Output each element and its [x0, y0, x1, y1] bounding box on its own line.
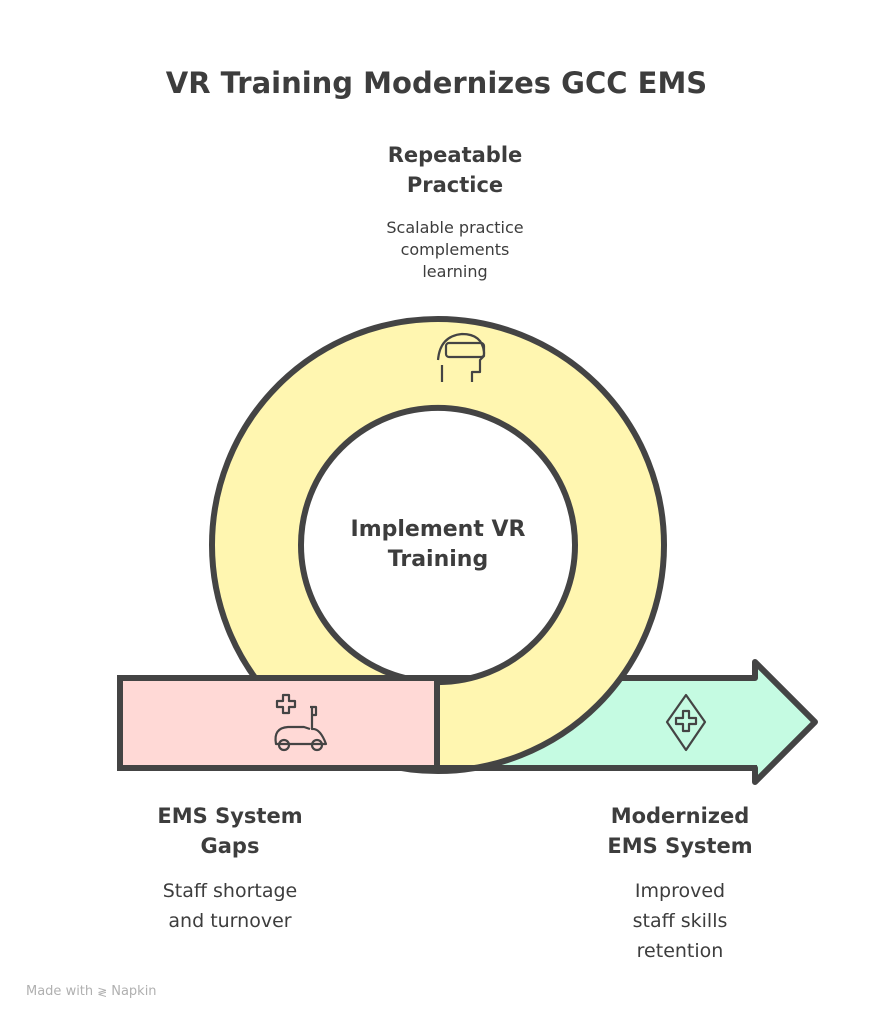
diagram-title: VR Training Modernizes GCC EMS	[165, 66, 708, 100]
right-heading-line1: Modernized	[610, 804, 750, 828]
left-heading: EMS System Gaps	[105, 801, 355, 861]
top-heading: Repeatable Practice	[330, 140, 580, 200]
right-desc-line2: staff skills	[632, 910, 728, 932]
ambulance-icon	[274, 693, 328, 752]
right-heading: Modernized EMS System	[555, 801, 805, 861]
left-box-shape	[117, 675, 440, 771]
top-desc-line1: Scalable practice	[386, 218, 524, 237]
left-heading-line1: EMS System	[157, 804, 303, 828]
center-label: Implement VR Training	[313, 515, 563, 575]
top-description: Scalable practice complements learning	[330, 217, 580, 283]
top-desc-line2: complements	[400, 240, 510, 259]
napkin-logo-icon: ≷	[97, 984, 108, 999]
top-desc-line3: learning	[422, 262, 488, 281]
center-line1: Implement VR	[350, 517, 526, 542]
footer-brand: Napkin	[111, 984, 157, 999]
right-desc-line1: Improved	[634, 880, 726, 902]
footer-made-with: Made with	[26, 984, 94, 999]
footer-attribution: Made with ≷ Napkin	[26, 984, 157, 999]
right-description: Improved staff skills retention	[555, 876, 805, 966]
left-desc-line2: and turnover	[168, 910, 292, 932]
right-desc-line3: retention	[636, 940, 724, 962]
top-heading-line1: Repeatable	[387, 143, 523, 167]
left-description: Staff shortage and turnover	[105, 876, 355, 936]
center-line2: Training	[387, 547, 489, 572]
medical-diamond-icon	[665, 693, 707, 752]
right-heading-line2: EMS System	[607, 834, 753, 858]
left-heading-line2: Gaps	[200, 834, 260, 858]
left-desc-line1: Staff shortage	[162, 880, 298, 902]
top-heading-line2: Practice	[406, 173, 504, 197]
vr-headset-icon	[436, 332, 486, 382]
